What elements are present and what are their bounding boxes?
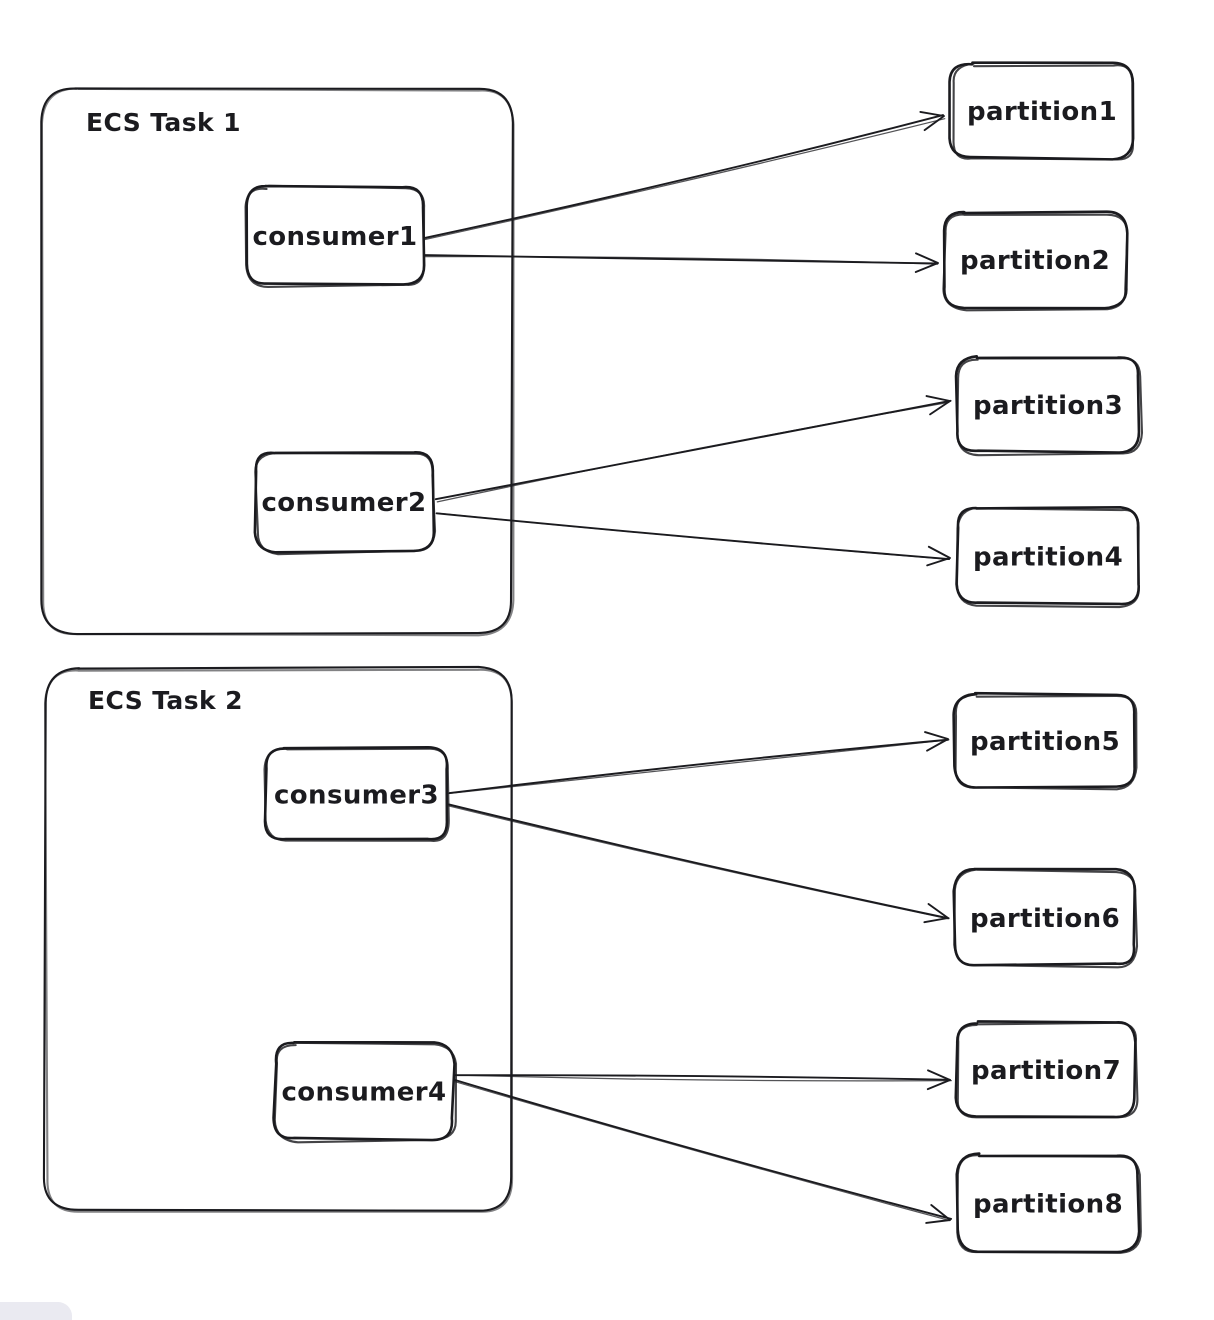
partition-label-partition3: partition3 bbox=[973, 391, 1123, 421]
partition-node-partition4[interactable] bbox=[955, 506, 1140, 609]
edge-arrowhead bbox=[923, 903, 949, 924]
edge-arrowhead bbox=[919, 110, 945, 132]
edge-stroke-second-pass bbox=[455, 1081, 951, 1222]
partition-label-partition7: partition7 bbox=[971, 1056, 1121, 1086]
partition-label-partition2: partition2 bbox=[960, 246, 1110, 276]
partition-label-partition4: partition4 bbox=[973, 543, 1123, 573]
edge-stroke bbox=[447, 803, 950, 920]
edge-consumer4-partition7[interactable] bbox=[453, 1069, 952, 1091]
node-frame bbox=[952, 691, 1136, 789]
edge-arrowhead bbox=[925, 1204, 951, 1224]
edge-arrowhead bbox=[914, 252, 939, 273]
group-container-layer bbox=[40, 87, 515, 1213]
edge-consumer2-partition3[interactable] bbox=[434, 395, 952, 503]
consumer-label-consumer1: consumer1 bbox=[252, 222, 417, 252]
partition-label-partition1: partition1 bbox=[967, 97, 1117, 127]
group-frame-second-pass bbox=[40, 87, 515, 637]
edge-stroke-second-pass bbox=[454, 1074, 952, 1082]
node-frame-second-pass bbox=[954, 692, 1138, 791]
edge-consumer2-partition4[interactable] bbox=[435, 512, 951, 567]
node-frame-second-pass bbox=[244, 184, 426, 288]
edge-stroke bbox=[423, 114, 944, 240]
group-container-ecs-task-2[interactable] bbox=[42, 665, 514, 1213]
bottom-left-corner-chip bbox=[0, 1302, 72, 1320]
group-title-ecs-task-1: ECS Task 1 bbox=[86, 108, 241, 137]
edge-consumer4-partition8[interactable] bbox=[454, 1079, 953, 1224]
partition-label-partition6: partition6 bbox=[970, 904, 1120, 934]
partition-node-partition6[interactable] bbox=[952, 867, 1139, 969]
edge-stroke-second-pass bbox=[447, 739, 950, 795]
partition-label-partition5: partition5 bbox=[970, 727, 1120, 757]
edge-arrowhead bbox=[924, 731, 949, 752]
node-frame-second-pass bbox=[955, 506, 1140, 609]
node-frame-second-pass bbox=[952, 62, 1135, 161]
edge-stroke bbox=[448, 738, 949, 795]
partition-node-partition8[interactable] bbox=[955, 1152, 1142, 1254]
node-frame-second-pass bbox=[254, 451, 437, 556]
partition-node-partition1[interactable] bbox=[948, 61, 1135, 161]
consumer-node-consumer3[interactable] bbox=[263, 746, 450, 842]
consumer-label-consumer4: consumer4 bbox=[281, 1078, 446, 1108]
node-layer bbox=[244, 61, 1144, 1254]
edge-stroke-second-pass bbox=[448, 805, 949, 920]
group-title-ecs-task-2: ECS Task 2 bbox=[88, 686, 243, 715]
edge-arrowhead bbox=[926, 1069, 951, 1091]
edge-consumer3-partition5[interactable] bbox=[447, 731, 950, 795]
edge-stroke-second-pass bbox=[423, 255, 939, 265]
consumer-node-consumer4[interactable] bbox=[272, 1041, 458, 1144]
partition-label-partition8: partition8 bbox=[973, 1190, 1123, 1220]
text-layer: ECS Task 1 ECS Task 2 consumer1 consumer2 co… bbox=[86, 97, 1123, 1220]
group-container-ecs-task-1[interactable] bbox=[40, 87, 515, 637]
node-frame-second-pass bbox=[273, 1041, 458, 1144]
group-frame-second-pass bbox=[43, 668, 514, 1213]
edge-layer bbox=[422, 110, 953, 1224]
node-frame-second-pass bbox=[263, 747, 450, 842]
edge-consumer1-partition2[interactable] bbox=[423, 252, 939, 273]
partition-node-partition2[interactable] bbox=[942, 210, 1129, 312]
node-frame-second-pass bbox=[956, 1021, 1139, 1119]
edge-arrowhead bbox=[926, 545, 951, 567]
edge-consumer1-partition1[interactable] bbox=[422, 110, 946, 241]
edge-stroke bbox=[453, 1074, 951, 1081]
node-frame-second-pass bbox=[942, 213, 1129, 312]
partition-node-partition7[interactable] bbox=[954, 1020, 1139, 1119]
partition-node-partition3[interactable] bbox=[954, 354, 1144, 457]
node-frame-second-pass bbox=[956, 1154, 1142, 1254]
edge-consumer3-partition6[interactable] bbox=[447, 803, 950, 924]
node-frame-second-pass bbox=[956, 357, 1144, 457]
consumer-label-consumer2: consumer2 bbox=[261, 488, 426, 518]
edge-stroke bbox=[454, 1079, 953, 1220]
edge-stroke-second-pass bbox=[436, 401, 950, 503]
edge-arrowhead bbox=[925, 395, 951, 416]
consumer-label-consumer3: consumer3 bbox=[274, 781, 439, 811]
partition-node-partition5[interactable] bbox=[952, 691, 1138, 791]
consumer-node-consumer2[interactable] bbox=[253, 451, 437, 556]
node-frame-second-pass bbox=[953, 868, 1139, 969]
consumer-node-consumer1[interactable] bbox=[244, 184, 426, 288]
edge-stroke-second-pass bbox=[436, 512, 951, 560]
edge-stroke-second-pass bbox=[422, 118, 946, 241]
